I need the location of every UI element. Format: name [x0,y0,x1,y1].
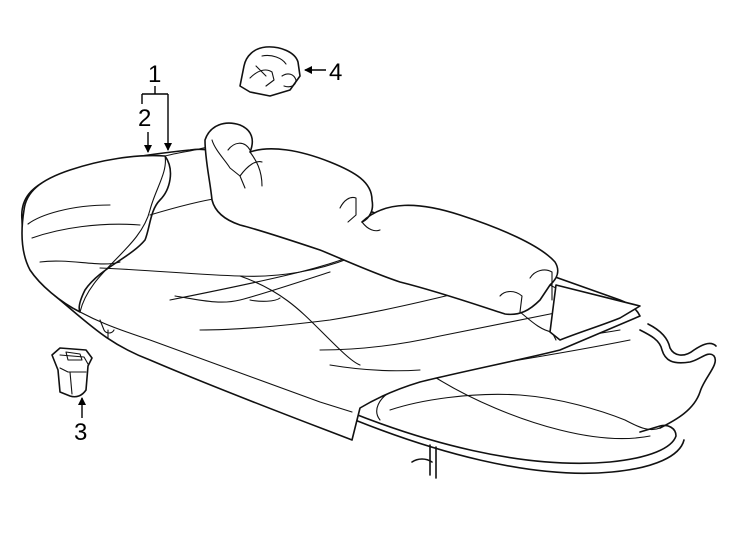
callout-4: 4 [329,59,342,86]
pad-sheet [549,284,641,341]
callout-1: 1 [148,61,161,88]
callout-2: 2 [138,105,151,132]
guide-hook-part-4 [239,46,301,97]
seat-cover [21,145,211,313]
callout-leaders [78,66,326,418]
rear-bolster [204,122,559,341]
retainer-clip-part-3 [51,347,93,398]
callout-3: 3 [74,419,87,446]
